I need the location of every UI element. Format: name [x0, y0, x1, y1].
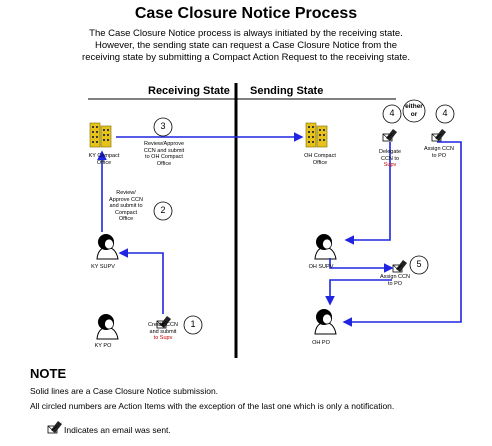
intro-line: receiving state by submitting a Compact …	[82, 52, 410, 63]
step-text: Office	[118, 216, 134, 222]
email-icon	[392, 259, 408, 273]
arrow-to-supv-email	[329, 258, 394, 273]
node-label: KY Compact Office	[88, 153, 120, 166]
node-label: KY PO	[94, 343, 112, 349]
step-text: Review/Approve	[143, 141, 185, 147]
step-text: Assign CCN	[424, 146, 454, 152]
building-icon	[89, 122, 112, 148]
either-or-label: either or	[403, 103, 425, 119]
note-line: Solid lines are a Case Closure Notice su…	[30, 386, 219, 396]
person-icon	[96, 313, 119, 340]
node-label: KY SUPV	[91, 264, 115, 270]
arrow-step-4a	[344, 142, 391, 245]
step-number: 5	[416, 259, 422, 269]
node-label: OH PO	[312, 340, 330, 346]
step-text: and submit to	[109, 203, 143, 209]
step-number: 1	[190, 319, 196, 329]
step-text: Office	[156, 160, 172, 167]
step-4b-label: Assign CCN to PO	[422, 146, 456, 159]
receiving-state-heading: Receiving State	[148, 85, 230, 97]
step-text: Create CCN	[148, 322, 178, 328]
node-label: OH Compact Office	[304, 153, 336, 166]
step-number: 4	[442, 108, 448, 118]
step-number: 4	[389, 108, 395, 118]
step-text: Delegate	[378, 149, 402, 155]
step-text: CCN to	[380, 155, 400, 162]
step-number: 3	[160, 121, 166, 131]
step-text: Review/	[116, 190, 136, 196]
step-circle	[382, 104, 402, 124]
step-text: Assign CCN	[380, 274, 410, 280]
step-circle	[153, 117, 173, 137]
page-title: Case Closure Notice Process	[134, 5, 358, 22]
step-circle	[435, 104, 455, 124]
step-text: to Supv	[153, 335, 173, 341]
note-heading: NOTE	[30, 366, 67, 381]
step-5-label: Assign CCN to PO	[378, 274, 412, 287]
step-1-label: Create CCN and submit to Supv	[143, 322, 183, 342]
step-text: to PO	[387, 280, 403, 287]
arrow-step-5	[325, 279, 392, 306]
node-label: OH SUPV	[308, 264, 334, 270]
step-circle	[153, 201, 173, 221]
sending-state-heading: Sending State	[250, 85, 324, 97]
step-circle	[183, 315, 203, 335]
step-text: to OH Compact	[145, 154, 183, 160]
step-3-label: Review/Approve CCN and submit to OH Comp…	[141, 141, 187, 167]
person-icon	[314, 308, 337, 335]
email-icon	[431, 128, 447, 142]
step-number: 2	[160, 205, 166, 215]
or-text: or	[410, 111, 418, 118]
intro-line: The Case Closure Notice process is alway…	[89, 28, 403, 39]
step-text: CCN and submit	[143, 147, 185, 154]
email-icon	[382, 128, 398, 142]
email-legend-text: Indicates an email was sent.	[64, 425, 171, 435]
building-icon	[305, 122, 328, 148]
arrow-step-4b	[342, 141, 462, 327]
note-line: All circled numbers are Action Items wit…	[30, 401, 395, 411]
intro-text: The Case Closure Notice process is alway…	[40, 28, 452, 64]
step-4a-label: Delegate CCN to Supv	[376, 149, 404, 169]
email-icon	[47, 420, 63, 434]
intro-line: However, the sending state can request a…	[94, 40, 398, 51]
step-text: and submit	[149, 328, 177, 335]
arrow-step-1	[118, 248, 164, 314]
step-circle	[409, 255, 429, 275]
step-text: Compact	[114, 209, 137, 216]
person-icon	[96, 233, 119, 260]
either-text: either	[405, 103, 423, 110]
either-or-circle	[402, 99, 426, 123]
person-icon	[314, 233, 337, 260]
step-text: Approve CCN	[109, 196, 143, 203]
step-text: to PO	[431, 152, 447, 159]
step-2-label: Review/ Approve CCN and submit to Compac…	[106, 190, 146, 223]
step-text: Supv	[383, 162, 397, 168]
